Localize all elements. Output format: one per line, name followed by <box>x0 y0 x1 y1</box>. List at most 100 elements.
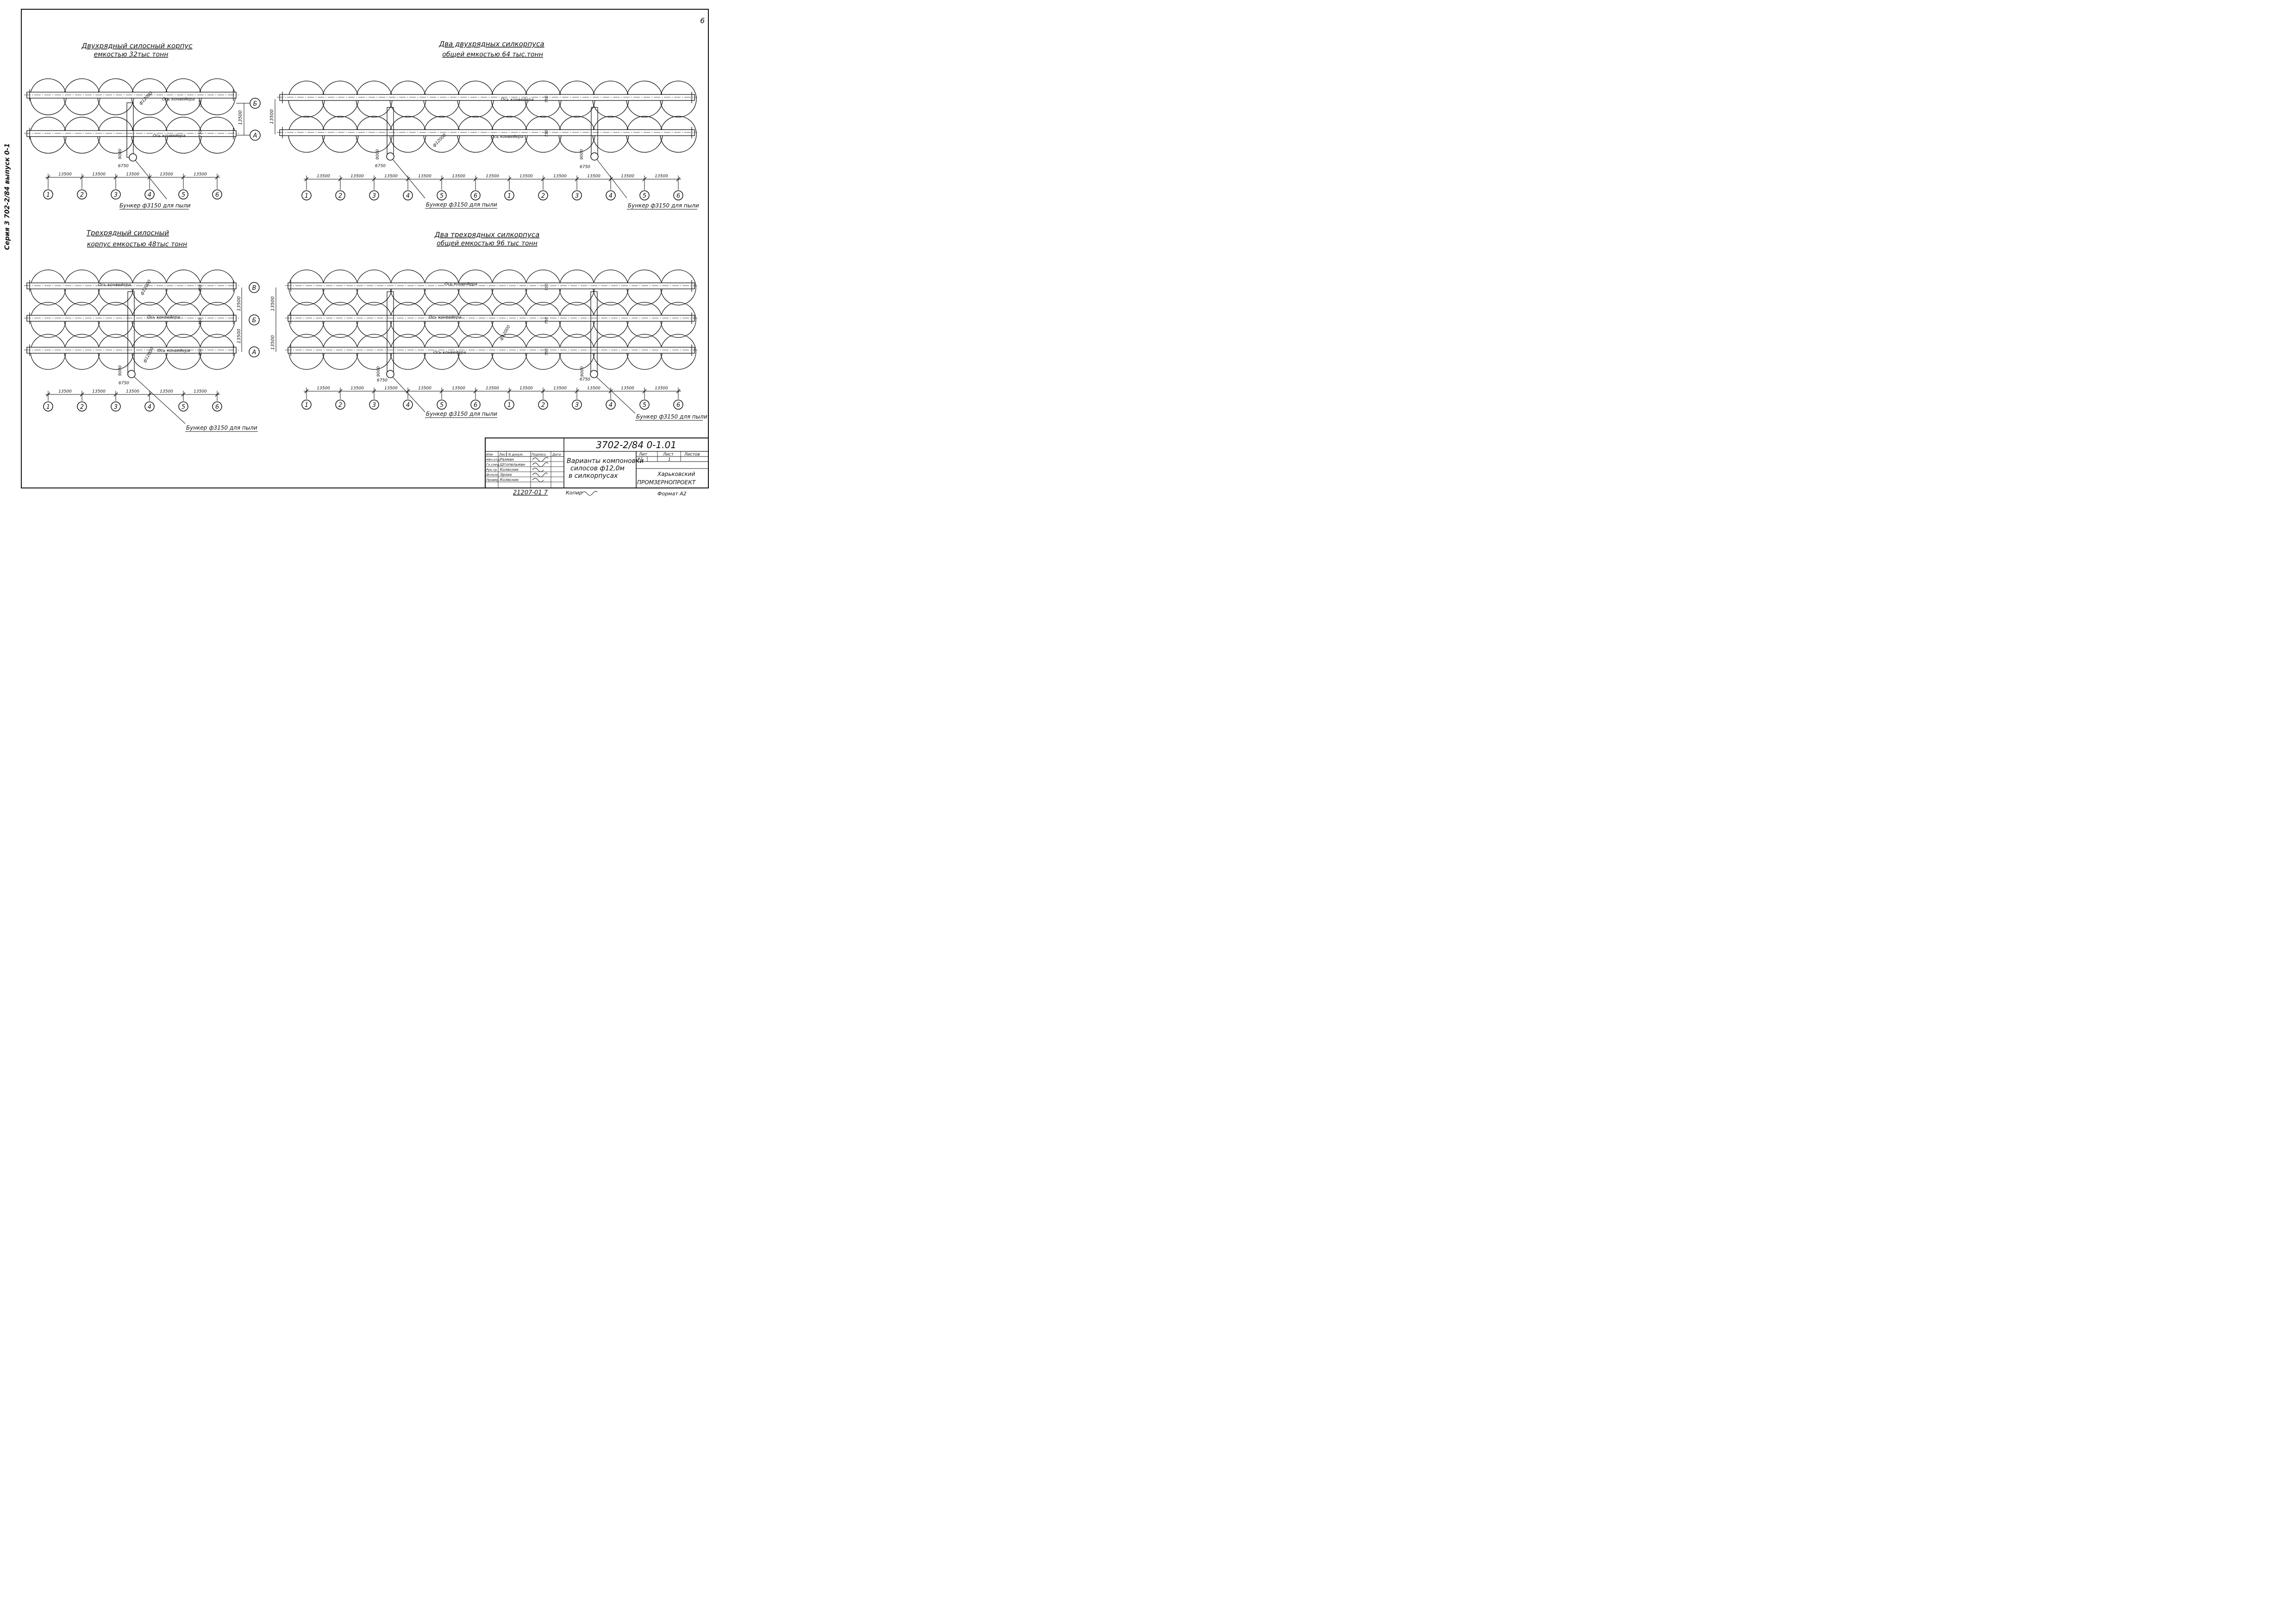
panel-3-silo-grid <box>24 269 239 370</box>
axis-label: 4 <box>406 402 410 409</box>
signature-mark <box>532 457 549 462</box>
dim-750-label: 750 <box>544 284 549 291</box>
column-spacing-label: 13500 <box>160 389 173 394</box>
dimension-tick <box>113 392 118 397</box>
axis-marker <box>111 401 121 412</box>
conveyor-gallery <box>26 282 237 289</box>
column-spacing-label: 13500 <box>621 174 634 179</box>
row-label-b: Б <box>253 100 257 107</box>
dimension-tick <box>507 177 512 181</box>
dimension-tick <box>80 392 84 397</box>
column-spacing-label: 13500 <box>587 386 601 391</box>
axis-label: 1 <box>46 404 50 411</box>
row-label-a: А <box>252 349 257 356</box>
row-marker-a <box>249 346 260 357</box>
dim-9000-label: 9000 <box>376 366 381 377</box>
axis-marker <box>335 400 345 410</box>
dimension-tick <box>46 175 50 180</box>
axis-marker <box>504 400 514 410</box>
doc-title-line3: в силкорпусах <box>569 472 618 480</box>
axis-label: 6 <box>676 402 680 409</box>
column-spacing-label: 13500 <box>58 172 72 177</box>
axis-label: 5 <box>440 193 444 200</box>
tb-header-date: Дата <box>552 453 561 456</box>
stage-value-sheet: 1 <box>668 457 671 462</box>
axis-label: 2 <box>80 192 84 199</box>
dimension-tick <box>338 389 343 394</box>
signature-mark <box>532 478 544 482</box>
row-label-a: А <box>253 132 257 139</box>
conveyor-label: Ось конвейера <box>433 350 466 355</box>
axis-label: 5 <box>440 402 444 409</box>
dimension-tick <box>473 389 478 394</box>
stage-header-lit: Лит <box>638 452 648 457</box>
column-spacing-label: 13500 <box>418 386 432 391</box>
panel-1-silo-grid <box>24 78 239 154</box>
conveyor-label: Ось конвейера <box>162 97 194 102</box>
dim-750-label: 750 <box>544 317 549 324</box>
dimension-tick <box>304 389 309 394</box>
conveyor-label: Ось конвейера <box>98 283 131 288</box>
dim-750-label: 750 <box>198 130 202 137</box>
row-marker-v <box>249 282 260 293</box>
dimension-tick <box>439 177 444 181</box>
axis-marker <box>144 189 155 200</box>
dim-750-label: 750 <box>544 96 549 103</box>
column-spacing-label: 13500 <box>655 174 668 179</box>
bunker-leader <box>392 159 425 199</box>
column-spacing-label: 13500 <box>587 174 601 179</box>
inventory-number: 21207-01 7 <box>513 489 548 496</box>
conveyor-label: Ось конвейера <box>429 315 461 320</box>
axis-label: 2 <box>541 193 545 200</box>
axis-label: 5 <box>643 193 646 200</box>
stage-header-sheets: Листов <box>684 452 700 457</box>
drawing-sheet: 6 Серия 3 702-2/84 выпуск 0-1 Двухрядный… <box>0 0 722 503</box>
dim-6750-label: 6750 <box>375 164 386 169</box>
column-spacing-label: 13500 <box>317 386 330 391</box>
bunker-leader <box>134 376 186 424</box>
column-spacing-label: 13500 <box>317 174 330 179</box>
bunker-label: Бункер ф3150 для пыли <box>426 411 497 417</box>
panel-1-layout: Б А 13500 Ось конвейера Ось конвейера ф1… <box>24 78 261 210</box>
axis-marker <box>335 190 345 200</box>
dust-bunker <box>386 152 394 161</box>
dimension-tick <box>372 177 376 181</box>
axis-marker <box>77 401 87 412</box>
bunker-leader <box>135 160 167 200</box>
stage-value-lit: Р <box>638 457 640 462</box>
dim-750-label: 750 <box>544 130 549 137</box>
column-spacing-label: 13500 <box>58 389 72 394</box>
column-spacing-label: 13500 <box>553 174 567 179</box>
axis-label: 6 <box>474 193 477 200</box>
dim-6750-label: 6750 <box>118 164 129 169</box>
axis-label: 3 <box>114 192 118 199</box>
axis-marker <box>470 400 481 410</box>
bunker-label: Бункер ф3150 для пыли <box>426 201 497 208</box>
column-spacing-label: 13500 <box>350 386 364 391</box>
axis-marker <box>538 190 548 200</box>
dimension-tick <box>304 177 309 181</box>
axis-marker <box>538 400 548 410</box>
dimension-tick <box>608 177 613 181</box>
dimension-tick <box>80 175 84 180</box>
dimension-tick <box>215 392 219 397</box>
axis-marker <box>178 401 188 412</box>
panel-4-title-line2: общей емкостью 96 тыс тонн <box>437 240 538 247</box>
tb-role: Провер. <box>486 478 500 482</box>
axis-label: 5 <box>643 402 646 409</box>
tb-name: Эрлих <box>500 473 512 477</box>
axis-label: 4 <box>148 404 151 411</box>
dimension-tick <box>147 175 152 180</box>
dimension-tick <box>439 389 444 394</box>
axis-marker <box>369 400 379 410</box>
bunker-leader <box>392 376 425 412</box>
axis-label: 1 <box>305 193 308 200</box>
panel-1-title-line1: Двухрядный силосный корпус <box>81 42 193 50</box>
panel-2-title-line1: Два двухрядных силкорпуса <box>438 40 544 48</box>
column-spacing-label: 13500 <box>194 172 207 177</box>
dust-bunker <box>590 152 599 161</box>
column-spacing-label: 13500 <box>553 386 567 391</box>
dimension-tick <box>608 389 613 394</box>
